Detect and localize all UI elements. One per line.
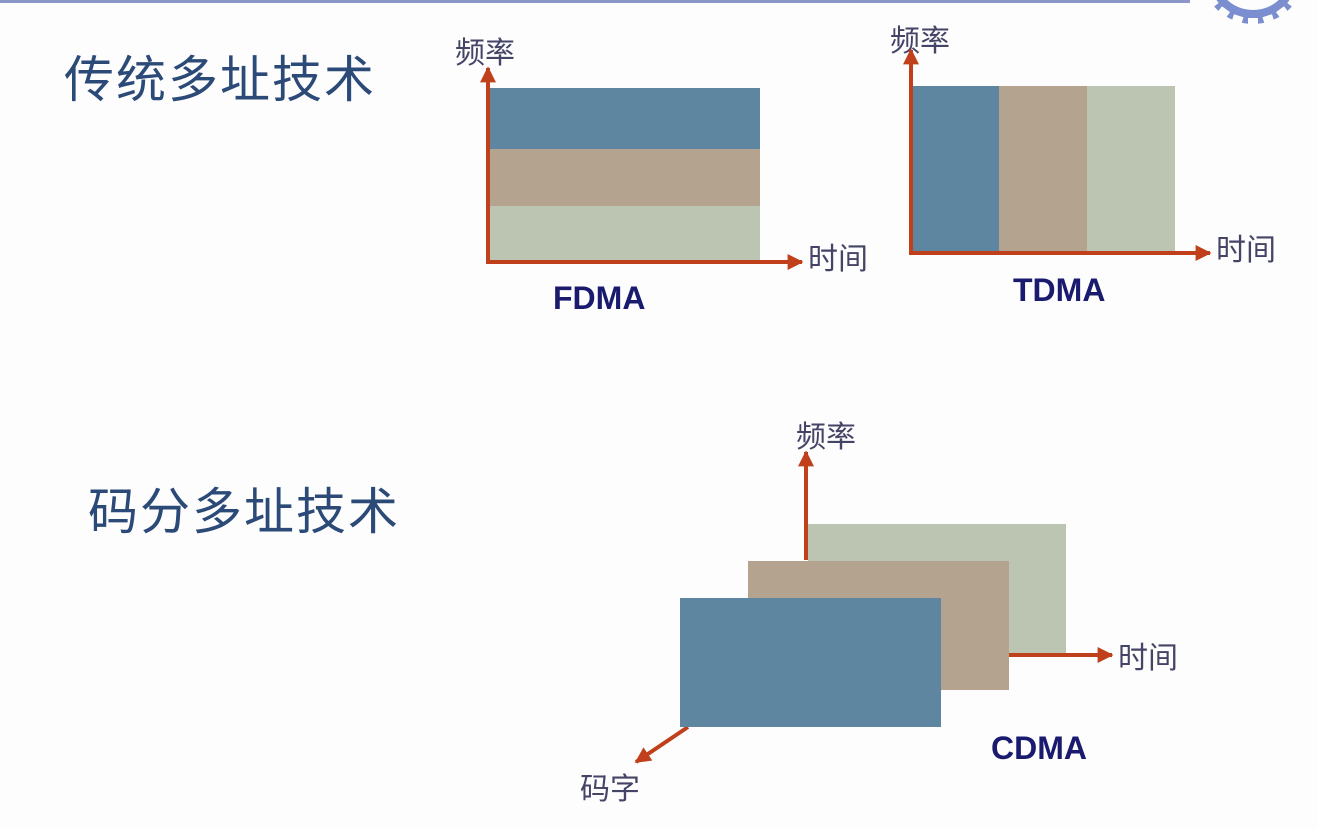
tdma-slot-1	[913, 86, 999, 252]
fdma-band-3	[490, 206, 760, 261]
top-rule	[0, 0, 1190, 3]
fdma-caption: FDMA	[553, 280, 646, 316]
cdma-time-axis-label: 时间	[1118, 641, 1178, 676]
tdma-slot-2	[999, 86, 1087, 252]
fdma-frequency-axis-label: 频率	[455, 36, 515, 71]
cdma-z-axis	[634, 725, 690, 764]
gear-logo-icon	[1188, 0, 1318, 34]
fdma-time-axis-label: 时间	[808, 242, 868, 277]
tdma-slot-3	[1087, 86, 1175, 252]
heading-traditional-multiple-access: 传统多址技术	[64, 51, 376, 109]
tdma-frequency-axis-label: 频率	[890, 24, 950, 59]
cdma-code-layer-1	[680, 598, 941, 727]
fdma-band-2	[490, 149, 760, 206]
heading-code-division-multiple-access: 码分多址技术	[88, 483, 400, 541]
cdma-frequency-axis-label: 频率	[796, 420, 856, 455]
tdma-caption: TDMA	[1013, 272, 1106, 308]
tdma-time-axis-label: 时间	[1216, 233, 1276, 268]
cdma-caption: CDMA	[991, 730, 1087, 766]
cdma-code-axis-label: 码字	[580, 772, 640, 807]
fdma-band-1	[490, 88, 760, 149]
